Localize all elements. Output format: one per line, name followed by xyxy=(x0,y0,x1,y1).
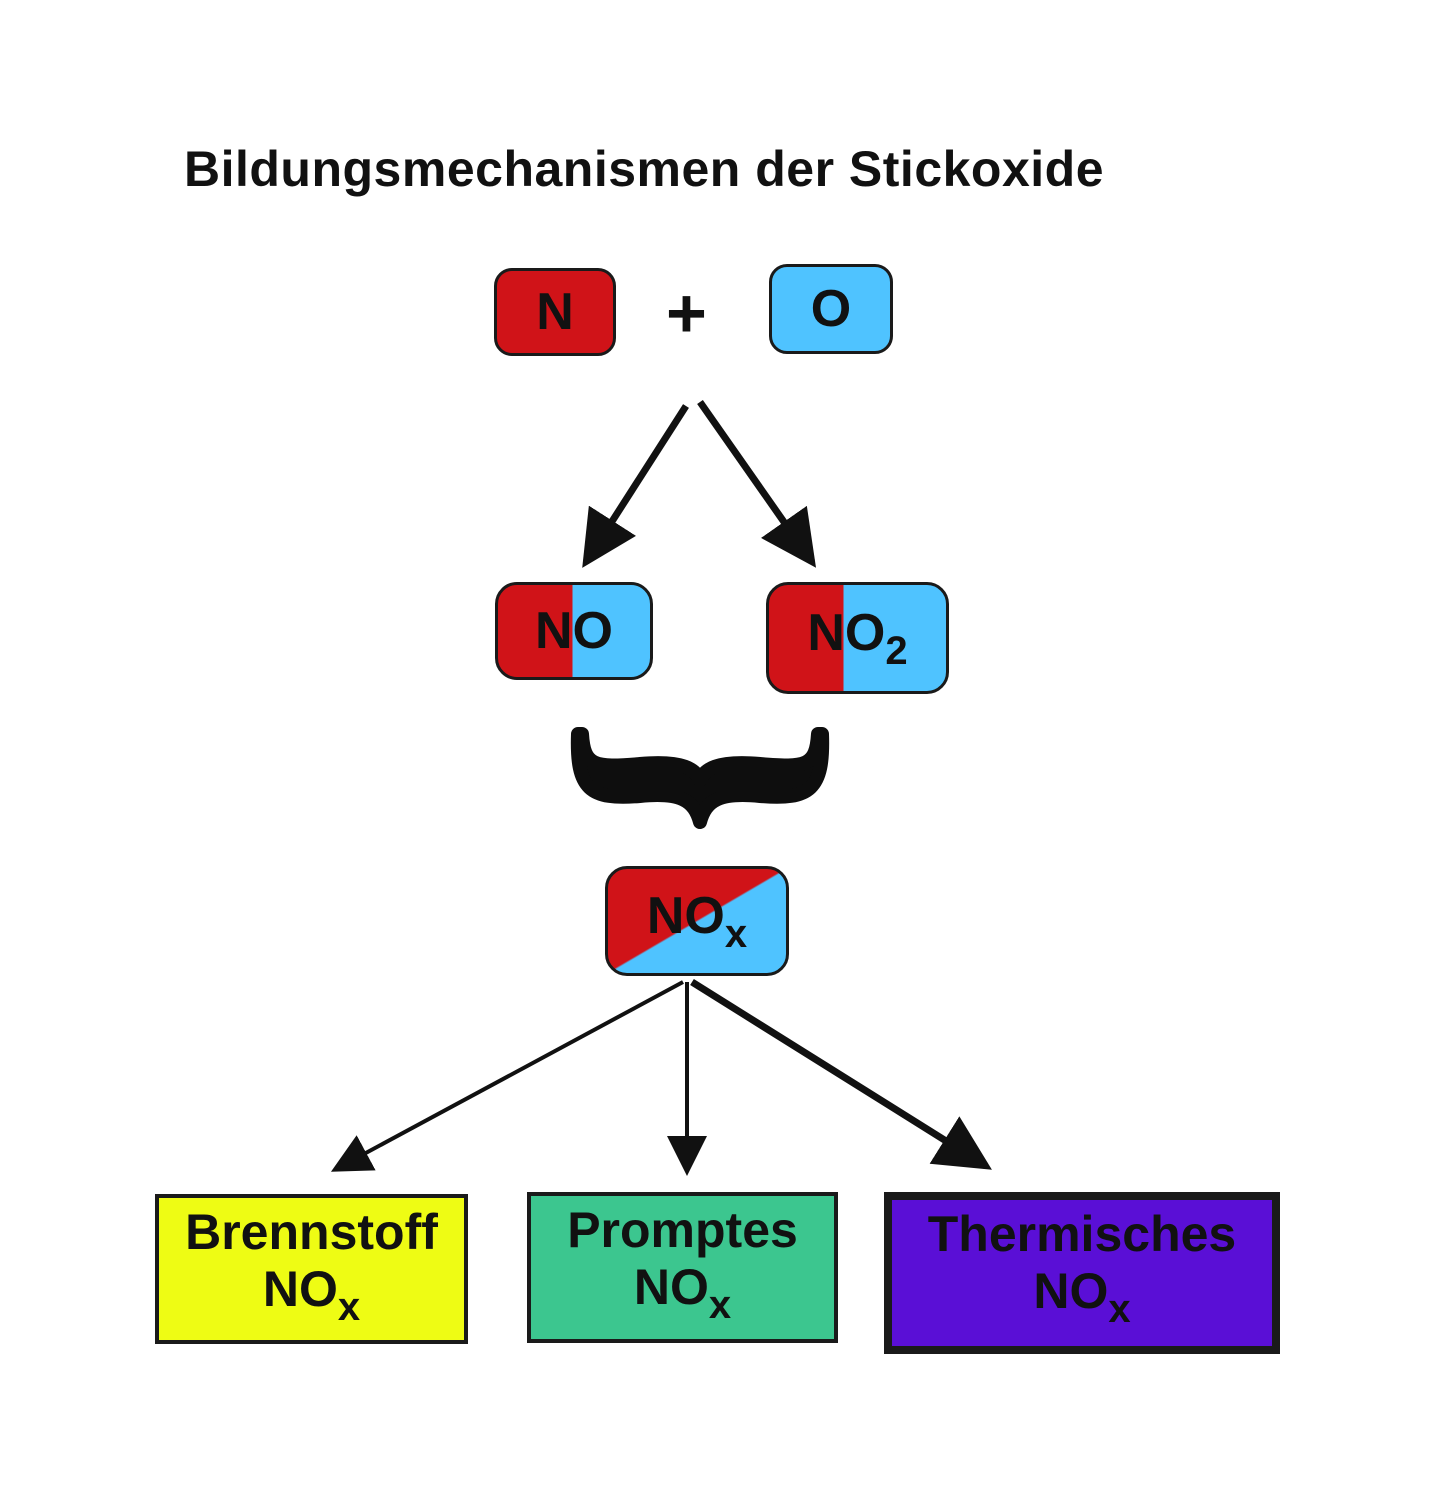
brace-icon xyxy=(570,727,830,829)
promptes-nox-box: Promptes NOx xyxy=(527,1192,838,1343)
brennstoff-label: Brennstoff xyxy=(185,1204,438,1260)
no-molecule-box: NO xyxy=(495,582,653,680)
thermisches-nox-box: Thermisches NOx xyxy=(884,1192,1280,1354)
diagram-title: Bildungsmechanismen der Stickoxide xyxy=(184,141,1105,197)
arrow-to-brennstoff xyxy=(330,980,684,1172)
thermisches-nox-label: NOx xyxy=(1033,1262,1131,1331)
promptes-label: Promptes xyxy=(567,1202,798,1258)
no2-label: NO2 xyxy=(807,603,908,673)
plus-sign: + xyxy=(666,274,707,352)
brennstoff-nox-box: Brennstoff NOx xyxy=(155,1194,468,1344)
no-label: NO xyxy=(535,602,613,660)
nox-subscript: x xyxy=(724,911,748,956)
arrow-to-no2 xyxy=(697,399,817,568)
oxygen-label: O xyxy=(810,280,852,338)
promptes-nox-label: NOx xyxy=(633,1258,732,1327)
nox-label: NOx xyxy=(646,886,748,956)
nitrogen-atom-box: N xyxy=(494,268,616,356)
nox-molecule-box: NOx xyxy=(605,866,789,976)
no2-subscript: 2 xyxy=(885,628,908,673)
thermisches-label: Thermisches xyxy=(927,1206,1237,1262)
no2-molecule-box: NO2 xyxy=(766,582,949,694)
brennstoff-nox-label: NOx xyxy=(262,1260,361,1329)
arrow-to-thermisches xyxy=(690,979,992,1170)
arrow-to-no xyxy=(582,404,689,568)
oxygen-atom-box: O xyxy=(769,264,893,354)
nitrogen-label: N xyxy=(536,283,574,341)
